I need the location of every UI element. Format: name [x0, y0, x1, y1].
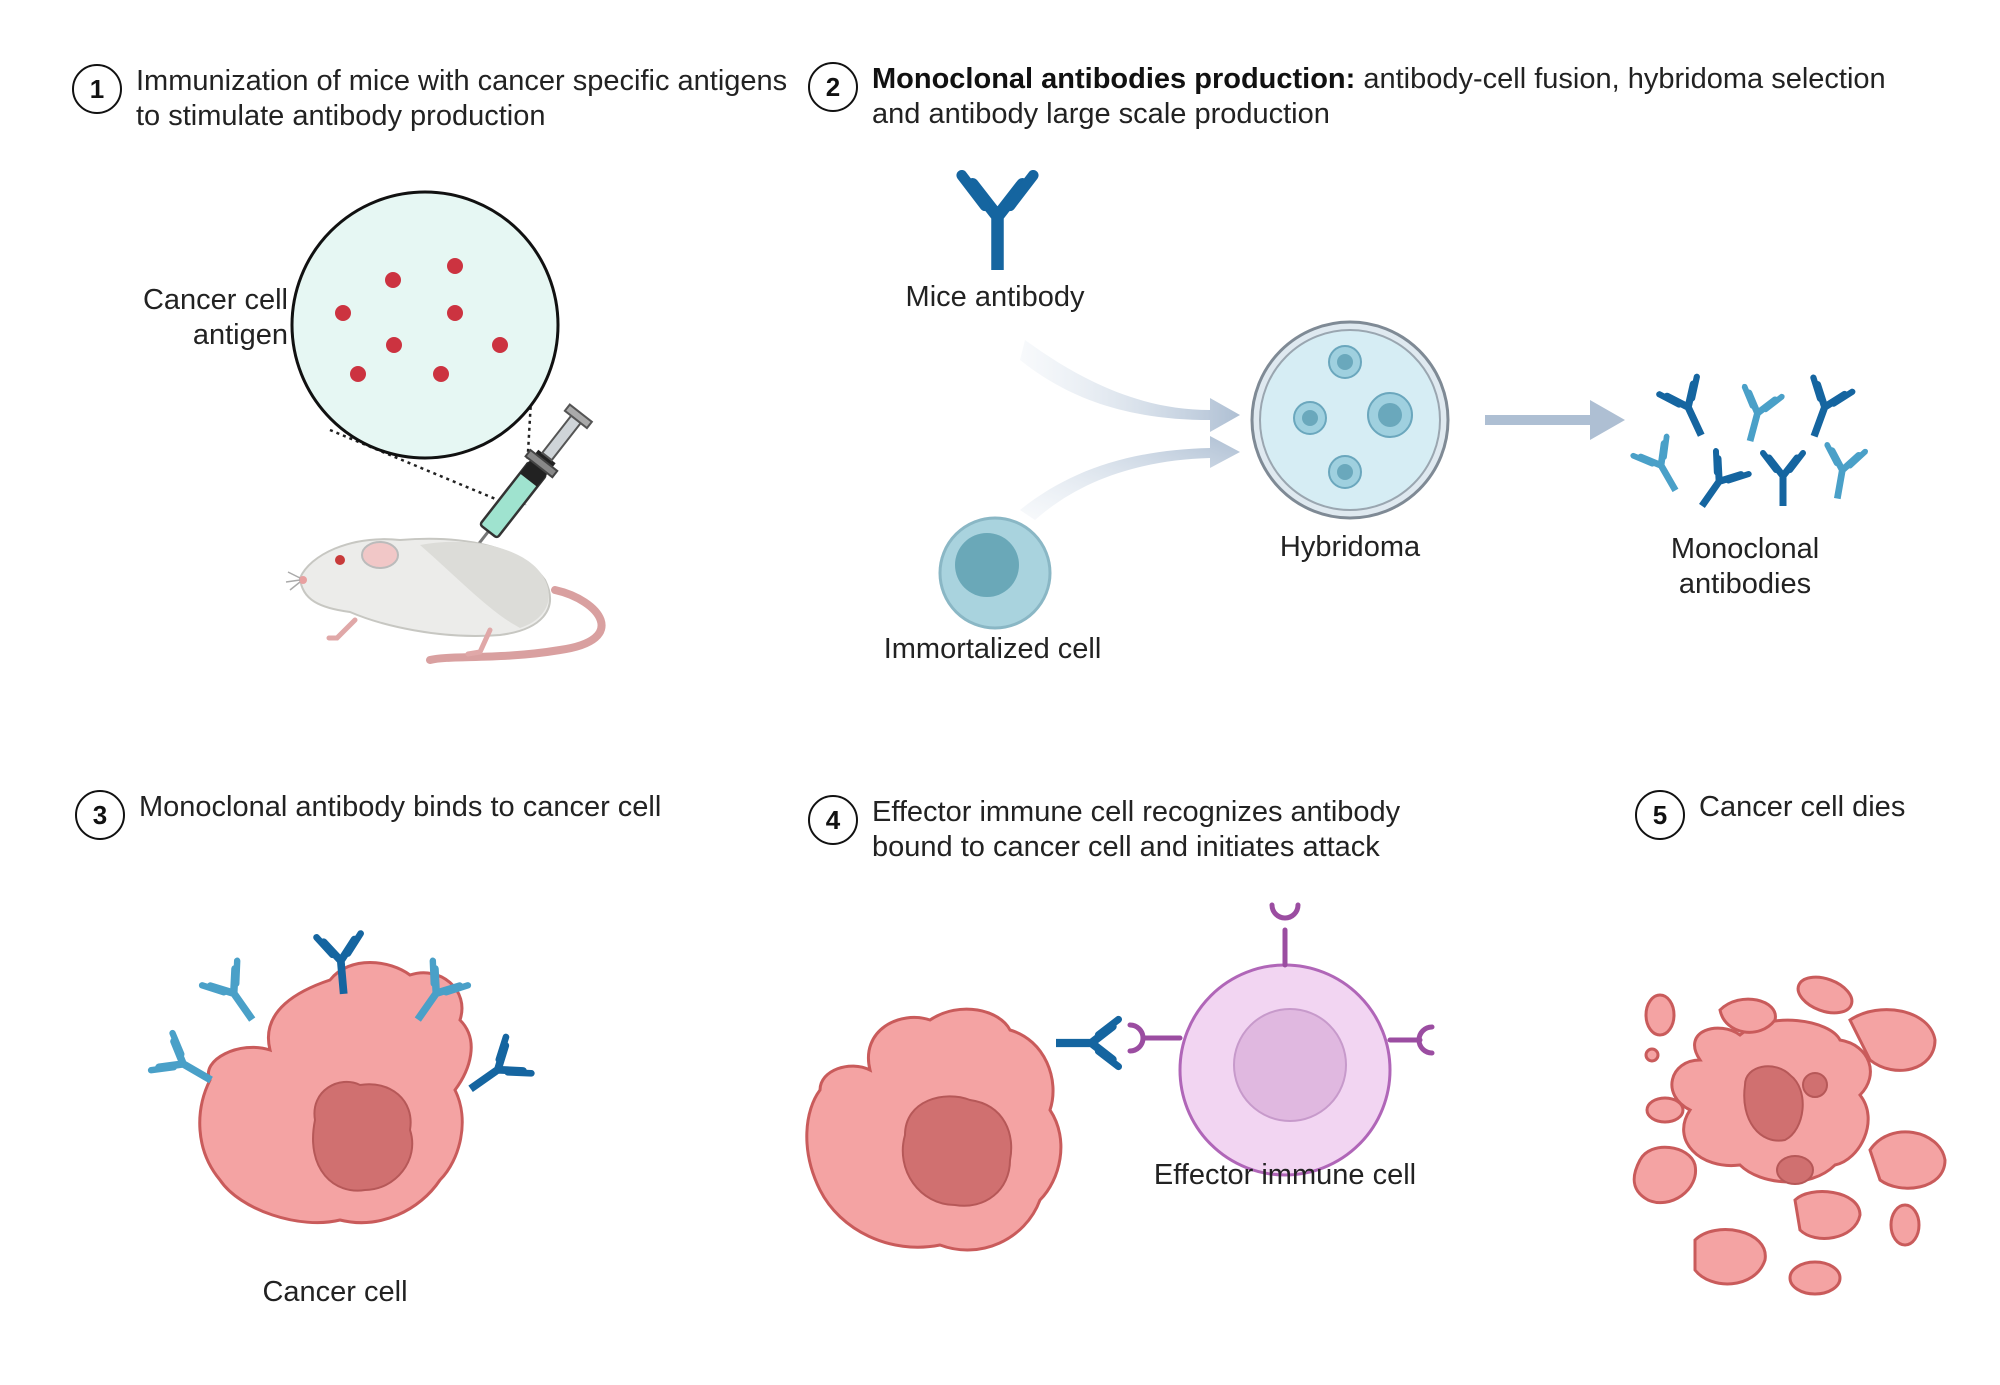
panel-3-binding: [151, 933, 531, 1225]
cancer-cell-label: Cancer cell: [262, 1276, 408, 1308]
panel-2-production: [938, 175, 1865, 630]
step-1: 1 Immunization of mice with cancer speci…: [72, 64, 792, 134]
step-number-badge: 3: [75, 790, 125, 840]
hybridoma-label: Hybridoma: [1279, 531, 1421, 563]
panel-1-immunization: [285, 190, 606, 664]
cancer-cell-antigen-label: Cancer cell antigen: [142, 284, 288, 351]
step-number-badge: 5: [1635, 790, 1685, 840]
panel-5-cell-death: [1632, 975, 1947, 1296]
antigen-dots: [335, 258, 508, 382]
petri-dish-icon: [1250, 320, 1450, 520]
step-3: 3 Monoclonal antibody binds to cancer ce…: [75, 790, 775, 840]
step-4: 4 Effector immune cell recognizes antibo…: [808, 795, 1448, 865]
cancer-cell-icon: [198, 961, 473, 1225]
immortalized-cell-icon: [938, 516, 1052, 630]
panel-4-attack: [805, 902, 1435, 1252]
arrow-from-antibody: [1020, 340, 1240, 432]
mouse-icon: [285, 537, 606, 664]
step-number-badge: 1: [72, 64, 122, 114]
effector-cell-icon: [1127, 902, 1435, 1177]
mice-antibody-icon: [962, 175, 1033, 270]
step-number-badge: 2: [808, 62, 858, 112]
arrow-to-monoclonal: [1485, 400, 1625, 440]
effector-immune-cell-label: Effector immune cell: [1153, 1159, 1417, 1191]
mice-antibody-label: Mice antibody: [905, 281, 1085, 313]
step-2-bold-heading: Monoclonal antibodies production:: [872, 63, 1356, 95]
step-4-text: Effector immune cell recognizes antibody…: [872, 796, 1401, 863]
syringe-icon: [468, 403, 594, 556]
step-3-text: Monoclonal antibody binds to cancer cell: [139, 791, 662, 823]
antigen-magnifier: [290, 190, 560, 507]
arrow-from-immortalized: [1020, 436, 1240, 520]
step-1-text: Immunization of mice with cancer specifi…: [136, 65, 788, 132]
cancer-cell-icon: [805, 1007, 1063, 1252]
step-2: 2 Monoclonal antibodies production: anti…: [808, 62, 1918, 132]
step-2-text: Monoclonal antibodies production: antibo…: [872, 62, 1918, 132]
monoclonal-antibodies-cluster: [1633, 377, 1865, 518]
step-5: 5 Cancer cell dies: [1635, 790, 1975, 840]
immortalized-cell-label: Immortalized cell: [883, 633, 1102, 665]
step-2-description: antibody-cell fusion, hybridoma selectio…: [872, 63, 1886, 130]
monoclonal-antibodies-label: Monoclonal antibodies: [1670, 533, 1820, 600]
step-5-text: Cancer cell dies: [1699, 791, 1906, 823]
step-number-badge: 4: [808, 795, 858, 845]
